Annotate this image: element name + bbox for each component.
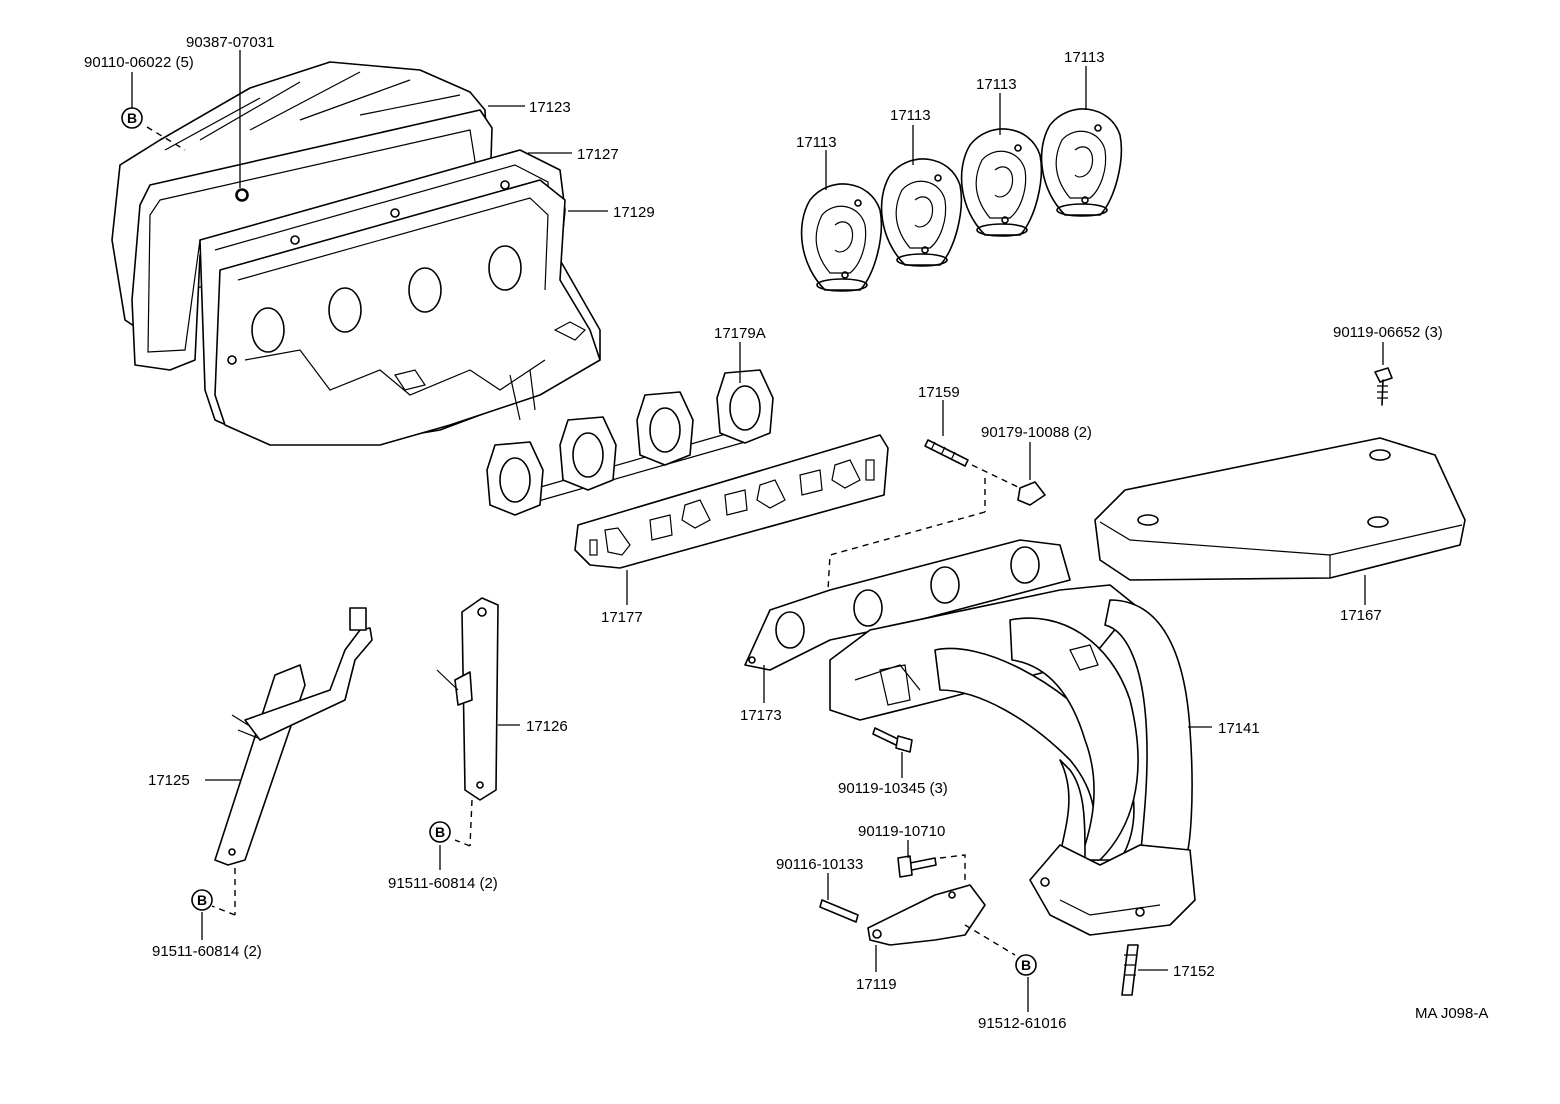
label-90179-10088: 90179-10088 (2) — [981, 424, 1092, 441]
ref-badge-b-1: B — [121, 107, 143, 129]
ref-badge-b-4: B — [1015, 954, 1037, 976]
fastener-nut-90387 — [235, 188, 249, 202]
label-17179A: 17179A — [714, 325, 766, 342]
label-17159: 17159 — [918, 384, 960, 401]
label-90119-10345: 90119-10345 (3) — [838, 780, 948, 797]
diagram-code: MA J098-A — [1415, 1005, 1488, 1022]
label-90387-07031: 90387-07031 — [186, 34, 274, 51]
label-17123: 17123 — [529, 99, 571, 116]
label-17173: 17173 — [740, 707, 782, 724]
svg-text:B: B — [127, 110, 137, 126]
fastener-stud-90116 — [819, 899, 859, 923]
label-17119: 17119 — [856, 976, 897, 993]
label-17113-b: 17113 — [890, 107, 931, 124]
exhaust-manifold-17141 — [744, 539, 1196, 936]
label-17177: 17177 — [601, 609, 643, 626]
ref-badge-b-3: B — [191, 889, 213, 911]
label-17127: 17127 — [577, 146, 619, 163]
fastener-bolt-90119-10710 — [897, 855, 937, 878]
label-17141: 17141 — [1218, 720, 1260, 737]
part-labels: 90110-06022 (5) 90387-07031 17123 17127 … — [84, 34, 1488, 1032]
label-17152: 17152 — [1173, 963, 1215, 980]
fastener-stud-17152 — [1121, 944, 1139, 996]
label-91511-60814-b: 91511-60814 (2) — [152, 943, 262, 960]
label-17125: 17125 — [148, 772, 190, 789]
svg-text:B: B — [1021, 957, 1031, 973]
fastener-stud-17159 — [924, 439, 969, 467]
label-91512-61016: 91512-61016 — [978, 1015, 1066, 1032]
label-17167: 17167 — [1340, 607, 1382, 624]
label-17126: 17126 — [526, 718, 568, 735]
label-90119-06652: 90119-06652 (3) — [1333, 324, 1443, 341]
port-gaskets-17179A — [486, 369, 774, 516]
exhaust-port-collars — [800, 108, 1123, 292]
label-17113-c: 17113 — [976, 76, 1017, 93]
label-17129: 17129 — [613, 204, 655, 221]
label-90110-06022: 90110-06022 (5) — [84, 54, 194, 71]
upper-heat-insulator-17167 — [1094, 437, 1466, 581]
label-17113-d: 17113 — [1064, 49, 1105, 66]
label-17113-a: 17113 — [796, 134, 837, 151]
label-90119-10710: 90119-10710 — [858, 823, 945, 840]
label-91511-60814-a: 91511-60814 (2) — [388, 875, 498, 892]
dashed-reference-lines — [146, 126, 1021, 956]
bracket-17119 — [867, 884, 986, 946]
svg-text:B: B — [435, 824, 445, 840]
bracket-17126 — [436, 597, 499, 801]
fastener-nut-90179 — [1017, 481, 1046, 506]
manifold-gasket-17177 — [574, 434, 889, 569]
manifold-heat-insulator-group — [111, 61, 601, 446]
leader-lines — [131, 50, 1384, 1012]
svg-text:B: B — [197, 892, 207, 908]
label-90116-10133: 90116-10133 — [776, 856, 863, 873]
fastener-bolt-90119-06652 — [1374, 367, 1393, 406]
fastener-bolt-90119-10345 — [872, 727, 913, 753]
bracket-17125 — [214, 607, 373, 866]
ref-badge-b-2: B — [429, 821, 451, 843]
